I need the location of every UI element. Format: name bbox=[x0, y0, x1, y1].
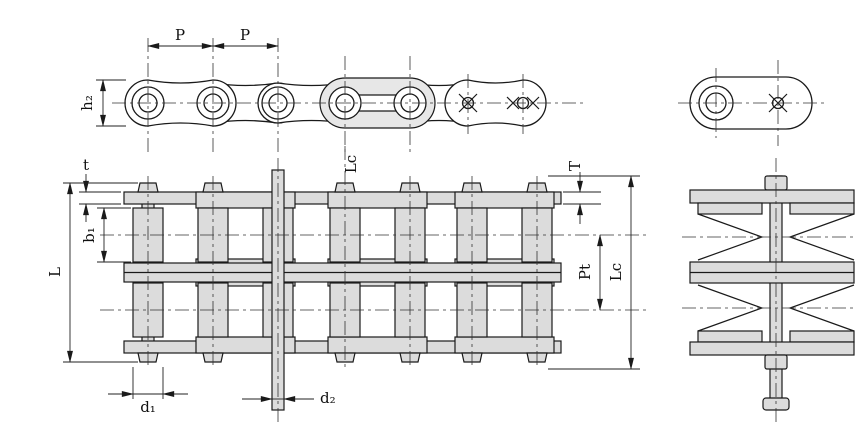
dim-label-h2: h₂ bbox=[78, 95, 96, 111]
dim-label-pitch-left: P bbox=[175, 26, 185, 44]
dimension-b1: b₁ bbox=[80, 207, 131, 263]
dimension-h2: h₂ bbox=[78, 79, 126, 127]
simplex-side-view: P P h₂ bbox=[78, 26, 585, 152]
dim-label-b1: b₁ bbox=[80, 227, 98, 243]
dimension-Pt: Pt bbox=[576, 234, 603, 311]
duplex-end-view bbox=[682, 158, 856, 424]
centerlines bbox=[678, 60, 824, 146]
dim-label-d2: d₂ bbox=[320, 389, 336, 407]
inner-plate-edge bbox=[195, 191, 296, 209]
inner-plate-edge bbox=[195, 336, 296, 354]
dim-label-L: L bbox=[46, 267, 64, 277]
dimension-L: L bbox=[46, 182, 138, 363]
outer-plate-edge bbox=[689, 189, 855, 204]
duplex-plan-view: t L b₁ d₁ d₂ Lc bbox=[46, 146, 648, 422]
centerlines bbox=[682, 158, 856, 424]
dimension-d2: d₂ bbox=[242, 389, 336, 407]
inner-plate-edge bbox=[327, 191, 428, 209]
dim-label-T: T bbox=[566, 161, 584, 171]
dimension-pitch: P P bbox=[147, 26, 279, 49]
simplex-end-view bbox=[678, 60, 824, 146]
dim-label-t: t bbox=[83, 156, 89, 174]
dimension-t: t bbox=[79, 156, 121, 222]
rollers bbox=[131, 86, 427, 120]
inner-plate-edge bbox=[789, 330, 855, 343]
dimension-d1: d₁ bbox=[108, 367, 188, 416]
inner-plate-edge bbox=[789, 202, 855, 215]
inner-plate-edge bbox=[454, 191, 555, 209]
dim-label-lc-top: Lc bbox=[342, 155, 360, 173]
dim-label-d1: d₁ bbox=[140, 398, 156, 416]
dim-label-lc-right: Lc bbox=[607, 263, 625, 281]
inner-plate-edge bbox=[327, 336, 428, 354]
dim-label-pitch-right: P bbox=[240, 26, 250, 44]
inner-plate-edge bbox=[454, 336, 555, 354]
inner-plate-edge bbox=[697, 202, 763, 215]
centerlines bbox=[100, 146, 648, 422]
outer-plate-edge bbox=[689, 341, 855, 356]
centerlines bbox=[112, 38, 585, 152]
dimension-Lc: Lc bbox=[548, 175, 640, 370]
inner-plate-edge bbox=[697, 330, 763, 343]
dimension-T: T bbox=[563, 161, 601, 224]
dim-label-Pt: Pt bbox=[576, 264, 594, 280]
